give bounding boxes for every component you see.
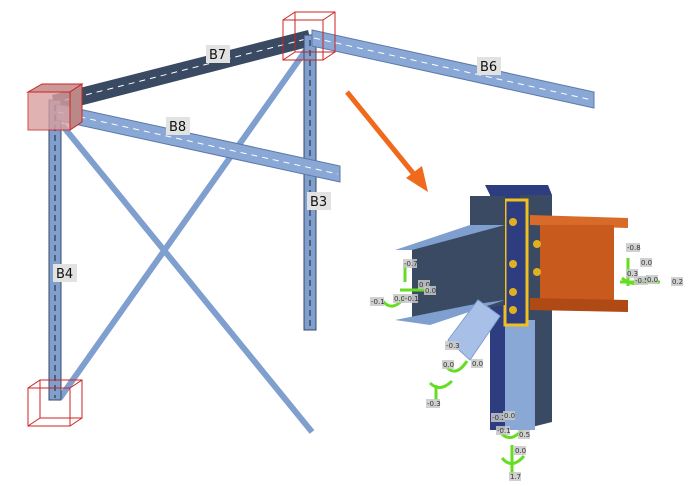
- member-label-b4: B4: [53, 264, 77, 282]
- load-values-column-base: -0.2 0.0 -0.1 0.5 0.0 1.7: [491, 411, 530, 481]
- bolt: [509, 306, 517, 314]
- beam-b6-axis: [313, 37, 593, 101]
- orange-beam-bottom-flange: [530, 298, 628, 312]
- brace-2[interactable]: [57, 48, 309, 400]
- member-label-b3: B3: [307, 192, 331, 210]
- bolt: [533, 240, 541, 248]
- load-value: -0.2: [492, 414, 506, 422]
- member-label-b7: B7: [206, 45, 230, 63]
- member-label-b7-text: B7: [209, 48, 226, 63]
- bolt: [509, 288, 517, 296]
- load-value: -0.5: [635, 277, 649, 285]
- beam-b7[interactable]: [52, 30, 312, 112]
- load-value: 0.0: [504, 412, 515, 420]
- support-box-bottom-left[interactable]: [27, 379, 83, 427]
- beam-b8-axis: [57, 111, 339, 175]
- left-beam-end: [470, 196, 505, 225]
- member-label-b6: B6: [477, 57, 501, 75]
- load-value: 0.0: [472, 360, 483, 368]
- load-value: -0.1: [371, 298, 385, 306]
- member-label-b4-text: B4: [56, 267, 73, 282]
- load-value: 0.0: [419, 281, 430, 289]
- bolt: [533, 268, 541, 276]
- load-value: 0.0: [394, 295, 405, 303]
- orange-beam[interactable]: [530, 215, 628, 228]
- load-value: 0.0: [425, 287, 436, 295]
- load-value: 0.5: [519, 431, 530, 439]
- load-value: 0.3: [627, 270, 638, 278]
- load-value: -0.8: [627, 244, 641, 252]
- load-values-right-beam: -0.8 0.0 0.3 -0.5 0.0 0.2: [626, 243, 683, 286]
- bolt: [509, 260, 517, 268]
- load-values-brace: -0.3 0.0 0.0 -0.3: [426, 341, 483, 408]
- member-label-b3-text: B3: [310, 195, 327, 210]
- detail-arrow: [345, 90, 428, 192]
- load-value: -0.1: [497, 427, 511, 435]
- load-value: 0.0: [641, 259, 652, 267]
- load-value: 0.2: [672, 278, 683, 286]
- support-box-top-left[interactable]: [26, 83, 84, 131]
- member-label-b8-text: B8: [169, 120, 186, 135]
- brace-tube[interactable]: [447, 299, 501, 361]
- load-value: 0.0: [515, 447, 526, 455]
- left-beam[interactable]: [395, 225, 505, 250]
- bolt: [509, 218, 517, 226]
- bracing[interactable]: [57, 48, 315, 434]
- load-value: -0.3: [427, 400, 441, 408]
- load-value: -0.7: [404, 260, 418, 268]
- connection-detail[interactable]: [395, 185, 628, 430]
- beam-b6[interactable]: [311, 29, 595, 109]
- load-value: 0.0: [443, 361, 454, 369]
- member-label-b8: B8: [166, 117, 190, 135]
- load-value: -0.1: [405, 295, 419, 303]
- support-box-top-right[interactable]: [282, 11, 336, 61]
- orange-beam-web: [540, 225, 614, 300]
- load-value: -0.3: [446, 342, 460, 350]
- load-values-left-beam: -0.7 0.0 0.0 -0.1 0.0 -0.1: [370, 259, 436, 306]
- column-top: [485, 185, 552, 195]
- beam-b7-axis: [53, 37, 311, 104]
- brace-1[interactable]: [59, 123, 315, 434]
- member-label-b6-text: B6: [480, 60, 497, 75]
- load-value: 0.0: [647, 276, 658, 284]
- left-beam-web: [412, 225, 505, 320]
- load-value: 1.7: [510, 473, 521, 481]
